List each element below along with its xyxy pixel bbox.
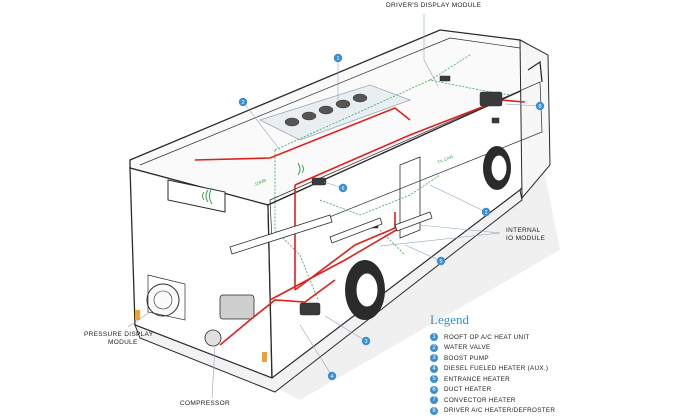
coolant-pipes	[194, 99, 526, 346]
legend-number-badge: 7	[430, 396, 438, 405]
roof-edge	[139, 37, 521, 166]
legend-item: 5 ENTRANCE HEATER	[430, 374, 660, 385]
legend-list: 1 ROOFT OP A/C HEAT UNIT 2 WATER VALVE 3 BOOS…	[430, 332, 660, 416]
legend-item: 1 ROOFT OP A/C HEAT UNIT	[430, 332, 660, 343]
bus-skirt	[134, 189, 523, 393]
interior-rails	[229, 211, 433, 255]
callout-number: 8	[538, 104, 541, 110]
rear-wheel	[345, 260, 385, 320]
callout-number: 4	[330, 374, 333, 380]
legend-number-badge: 6	[430, 385, 438, 394]
callout-number: 1	[336, 56, 339, 62]
legend-item: 7 CONVECTOR HEATER	[430, 395, 660, 406]
pressure-display-label-1: PRESSURE DISPLAY	[84, 331, 154, 338]
rooftop-unit	[258, 84, 412, 141]
legend-item-label: DIESEL FUELED HEATER (AUX.)	[444, 365, 549, 373]
rear-light-right	[262, 352, 267, 362]
legend-title: Legend	[430, 312, 469, 327]
legend-item-label: WATER VALVE	[444, 344, 491, 352]
drivers-display-module-label: DRIVER'S DISPLAY MODULE	[386, 2, 482, 9]
compressor-label: COMPRESSOR	[180, 400, 230, 407]
bus-front	[519, 39, 551, 200]
legend-item: 8 DRIVER A/C HEATER/DEFROSTER	[430, 406, 660, 417]
callout-badge: 2	[481, 207, 491, 217]
legend-number-badge: 3	[430, 354, 438, 363]
legend-item: 6 DUCT HEATER	[430, 385, 660, 396]
legend-item-label: DRIVER A/C HEATER/DEFROSTER	[444, 407, 556, 415]
rear-fan	[146, 283, 180, 317]
legend-item: 2 WATER VALVE	[430, 343, 660, 354]
legend-number-badge: 1	[430, 333, 438, 342]
callout-badge: 2	[238, 97, 248, 107]
entrance-door	[399, 156, 421, 239]
callout-number: 3	[364, 339, 367, 345]
window-band	[269, 81, 543, 241]
legend-item-label: DUCT HEATER	[444, 386, 492, 394]
heater-components	[299, 75, 503, 316]
callout-number: 6	[341, 186, 344, 192]
internal-io-module-label-2: IO MODULE	[506, 235, 546, 242]
callout-badge: 3	[361, 336, 371, 346]
callout-number: 2	[241, 100, 244, 106]
callout-badge: 6	[338, 183, 348, 193]
legend-number-badge: 4	[430, 364, 438, 373]
can-tag-2: J1939	[254, 178, 268, 187]
side-mirror	[527, 60, 543, 83]
pressure-display-label-2: MODULE	[108, 339, 138, 346]
callout-badge: 1	[333, 53, 343, 63]
legend-item: 4 DIESEL FUELED HEATER (AUX.)	[430, 364, 660, 375]
callout-badge: 8	[535, 101, 545, 111]
compressor-unit	[204, 294, 255, 347]
rear-light-left	[135, 310, 140, 320]
legend: Legend 1 ROOFT OP A/C HEAT UNIT 2 WATER VAL…	[430, 312, 660, 416]
legend-item-label: BOOST PUMP	[444, 354, 489, 362]
rear-grille	[147, 274, 186, 321]
legend-item-label: ENTRANCE HEATER	[444, 375, 510, 383]
rear-window	[167, 179, 226, 213]
callout-badge: 5	[436, 256, 446, 266]
rooftop-fans	[284, 93, 368, 127]
legend-number-badge: 2	[430, 343, 438, 352]
callout-number: 5	[439, 259, 442, 265]
legend-item: 3 BOOST PUMP	[430, 353, 660, 364]
can-tag-1: TX CAN	[437, 154, 454, 165]
callout-number: 2	[484, 210, 487, 216]
legend-number-badge: 8	[430, 406, 438, 415]
legend-item-label: ROOFT OP A/C HEAT UNIT	[444, 333, 530, 341]
front-wheel	[483, 146, 511, 190]
callout-badge: 4	[327, 371, 337, 381]
wireless-signal	[202, 162, 304, 205]
internal-io-module-label-1: INTERNAL	[506, 227, 541, 234]
legend-number-badge: 5	[430, 375, 438, 384]
legend-item-label: CONVECTOR HEATER	[444, 396, 516, 404]
